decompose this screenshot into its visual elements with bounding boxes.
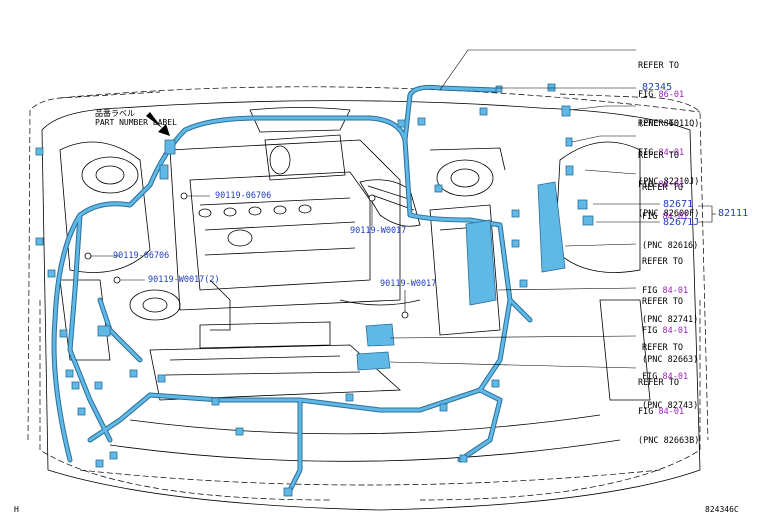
fig-prefix: FIG xyxy=(642,211,663,222)
fig-number[interactable]: 84-01 xyxy=(662,325,689,336)
reference-figure[interactable]: FIG 84-01 xyxy=(642,371,698,383)
reference-heading: REFER TO xyxy=(638,119,679,130)
reference-heading: REFER TO xyxy=(642,183,683,194)
reference-heading: REFER TO xyxy=(638,378,679,389)
reference-heading: REFER TO xyxy=(638,61,679,72)
figure-reference[interactable]: REFER TO FIG 84-01 (PNC 82663B) xyxy=(638,360,699,456)
part-number-link[interactable]: 82671 xyxy=(663,199,694,210)
fig-number[interactable]: 84-01 xyxy=(662,285,689,296)
figure-reference[interactable]: REFER TO FIG 84-01 (PNC 82663) xyxy=(642,279,698,375)
part-number-link[interactable]: 82671J xyxy=(663,217,700,228)
reference-figure[interactable]: FIG 84-01 xyxy=(642,325,698,337)
fig-prefix: FIG xyxy=(642,285,663,296)
reference-heading: REFER TO xyxy=(638,151,679,162)
reference-heading: REFER TO xyxy=(642,257,683,268)
reference-heading: REFER TO xyxy=(642,343,683,354)
fig-number[interactable]: 84-01 xyxy=(658,147,685,158)
fig-prefix: FIG xyxy=(638,147,659,158)
reference-figure[interactable]: FIG 84-01 xyxy=(638,406,699,418)
reference-pnc: (PNC 82663B) xyxy=(638,435,700,446)
diagram-code: 824346C xyxy=(705,505,739,514)
corner-letter: H xyxy=(14,505,19,514)
fig-prefix: FIG xyxy=(638,179,659,190)
reference-figure[interactable]: FIG 86-01 xyxy=(638,89,699,101)
reference-pnc: (PNC 82600F) xyxy=(638,208,700,219)
figure-reference[interactable]: REFER TO FIG 84-01 (PNC 82600F) xyxy=(638,133,699,229)
fastener-label[interactable]: 90119-W0017 xyxy=(380,279,437,289)
fastener-label[interactable]: 90119-W0017(2) xyxy=(148,275,220,285)
reference-heading: REFER TO xyxy=(642,297,683,308)
figure-reference[interactable]: REFER TO FIG 84-01 (PNC 82743) xyxy=(642,325,698,421)
figure-reference[interactable]: REFER TO FIG 86-01 (PNC 86011Q) xyxy=(638,43,699,139)
fig-number[interactable]: 84-01 xyxy=(658,179,685,190)
reference-pnc: (PNC 82663) xyxy=(642,354,699,365)
fastener-label[interactable]: 90119-06706 xyxy=(113,251,170,261)
fig-prefix: FIG xyxy=(638,89,659,100)
fastener-label[interactable]: 90119-06706 xyxy=(215,191,272,201)
fig-prefix: FIG xyxy=(642,371,663,382)
fig-number[interactable]: 84-01 xyxy=(662,371,689,382)
reference-figure[interactable]: FIG 84-01 xyxy=(638,147,699,159)
figure-reference[interactable]: REFER TO FIG 84-01 (PNC 82616) xyxy=(642,165,698,261)
reference-figure[interactable]: FIG 84-01 xyxy=(642,211,698,223)
figure-reference[interactable]: REFER TO FIG 84-01 (PNC 82210J) xyxy=(638,101,699,197)
reference-figure[interactable]: FIG 84-01 xyxy=(642,285,698,297)
fig-number[interactable]: 84-01 xyxy=(662,211,689,222)
part-number-label-jp: 品番ラベル xyxy=(95,109,135,118)
reference-figure[interactable]: FIG 84-01 xyxy=(638,179,699,191)
part-number-link[interactable]: 82345 xyxy=(642,82,673,93)
figure-reference[interactable]: REFER TO FIG 84-01 (PNC 82741) xyxy=(642,239,698,335)
reference-pnc: (PNC 82210J) xyxy=(638,176,700,187)
part-number-link[interactable]: 82111 xyxy=(718,208,749,219)
reference-pnc: (PNC 86011Q) xyxy=(638,118,700,129)
part-label-arrow xyxy=(146,112,170,136)
fig-number[interactable]: 84-01 xyxy=(658,406,685,417)
part-number-label: PART NUMBER LABEL xyxy=(95,118,177,127)
reference-pnc: (PNC 82743) xyxy=(642,400,699,411)
fig-number[interactable]: 86-01 xyxy=(658,89,685,100)
fig-prefix: FIG xyxy=(638,406,659,417)
fastener-label[interactable]: 90119-W0017 xyxy=(350,226,407,236)
fig-prefix: FIG xyxy=(642,325,663,336)
reference-pnc: (PNC 82616) xyxy=(642,240,699,251)
reference-pnc: (PNC 82741) xyxy=(642,314,699,325)
